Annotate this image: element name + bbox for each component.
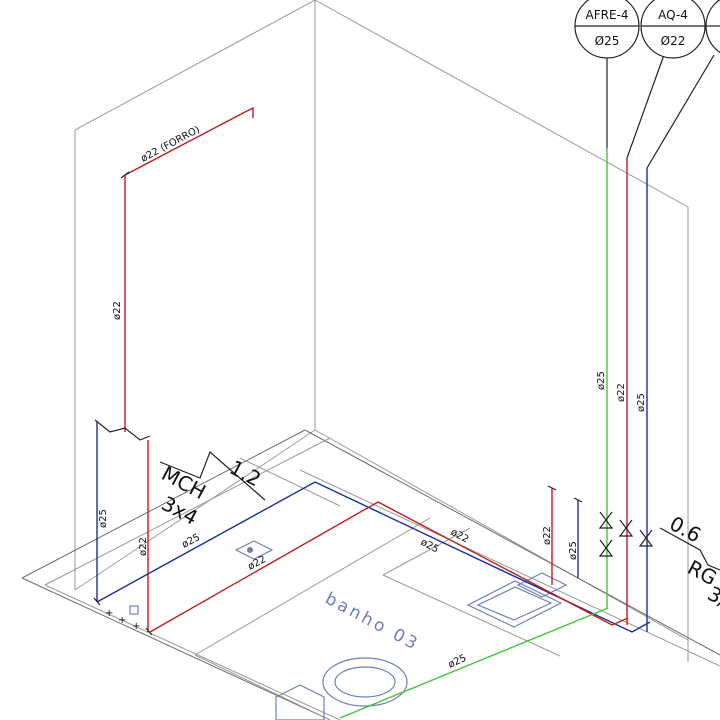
svg-text:AFRE-4: AFRE-4 [586, 8, 629, 22]
stub-hot-label: ø22 [542, 526, 553, 545]
stub-cold-label: ø25 [568, 541, 579, 560]
forro-label: ø22 (FORRO) [139, 124, 202, 164]
room-label: banho 03 [322, 589, 423, 656]
svg-text:Ø22: Ø22 [661, 34, 686, 48]
riser-blue-label: ø25 [636, 393, 647, 412]
mixer-leader [159, 450, 266, 501]
ceiling-hot-pipe [120, 106, 254, 432]
svg-text:Ø25: Ø25 [595, 34, 620, 48]
right-device-leader [659, 527, 720, 571]
svg-text:+: + [105, 608, 113, 619]
sink-fixture [466, 572, 568, 628]
svg-text:AQ-4: AQ-4 [658, 8, 688, 22]
left-cold-label: ø25 [98, 509, 109, 528]
left-hot-label: ø22 [138, 537, 149, 556]
toilet-fixture [275, 657, 408, 720]
svg-text:+: + [132, 621, 140, 632]
valve-symbols [598, 511, 654, 557]
riser-green-label: ø25 [596, 371, 607, 390]
riser-tag-aq: AQ-4 Ø22 [640, 0, 706, 59]
riser-tag-cold [705, 0, 720, 54]
vertical-hot-label: ø22 [112, 301, 123, 320]
floor-pipes [93, 481, 651, 719]
riser-tag-afre: AFRE-4 Ø25 [574, 0, 640, 59]
svg-text:+: + [118, 615, 126, 626]
wall-outlet-fixture: + + + [105, 605, 140, 632]
drain-label: ø25 [447, 653, 469, 671]
sink-stub-pipes [547, 485, 583, 585]
floor-cold-label: ø25 [180, 532, 202, 551]
right-device-height: 0.6 [666, 511, 705, 547]
riser-pipes [606, 50, 715, 632]
left-wall-pipes [94, 419, 151, 632]
riser-red-label: ø22 [616, 383, 627, 402]
room-outline [21, 0, 720, 720]
floor-drain-fixture [234, 540, 274, 560]
